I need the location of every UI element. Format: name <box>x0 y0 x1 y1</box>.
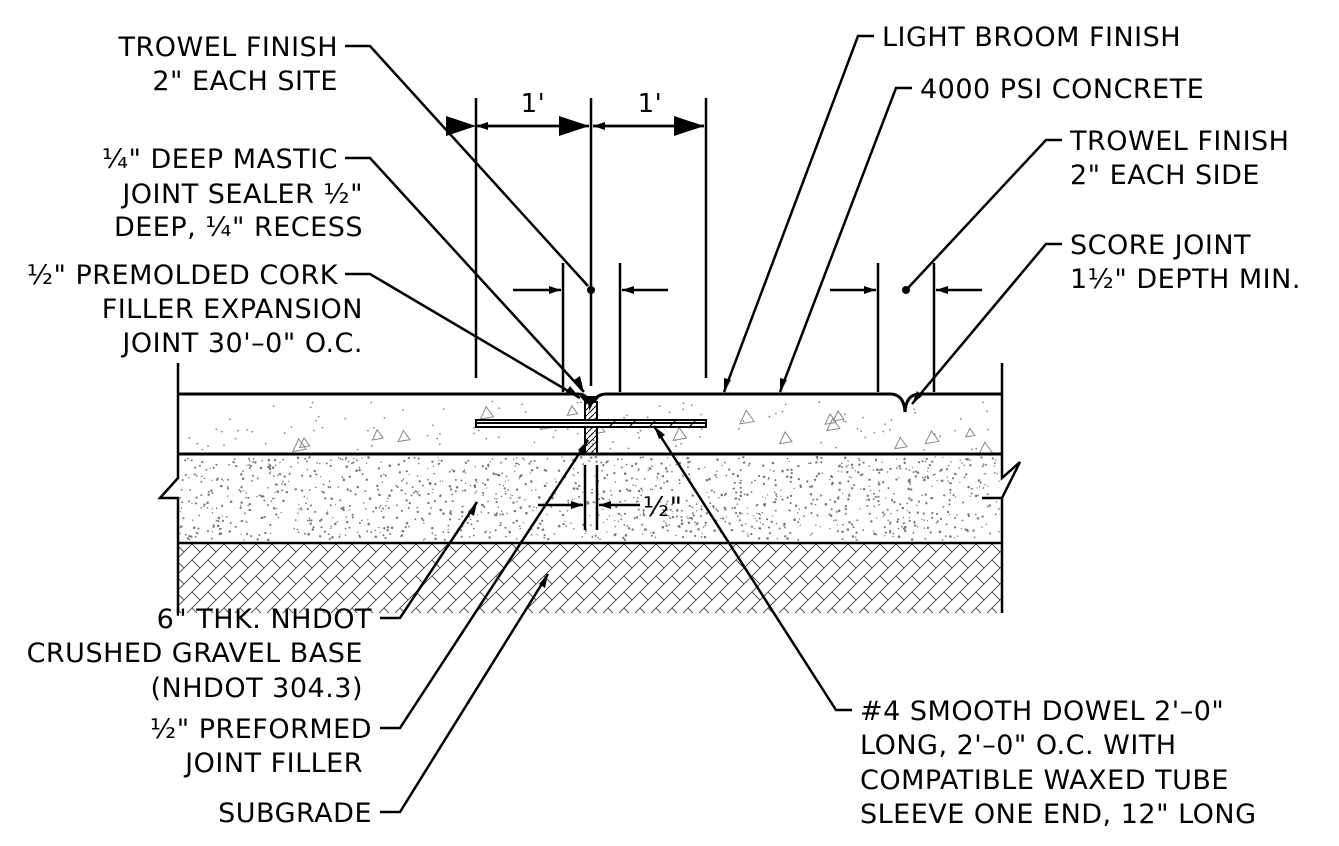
trowel-dims-right <box>830 263 982 392</box>
label-line: JOINT SEALER ½" <box>120 179 363 210</box>
label-line: DEEP, ¼" RECESS <box>114 212 363 243</box>
label-line: 1½" DEPTH MIN. <box>1070 264 1301 295</box>
label-line: (NHDOT 304.3) <box>151 673 363 704</box>
label-line: 6" THK. NHDOT <box>157 604 372 635</box>
top-dimensions: 1' 1' <box>446 89 708 386</box>
joint-width-dimension: ½" <box>538 465 683 530</box>
subgrade-layer <box>178 543 1002 613</box>
gravel-texture <box>179 455 1000 542</box>
label-trowel-finish-left: TROWEL FINISH 2" EACH SITE <box>118 32 338 97</box>
label-line: COMPATIBLE WAXED TUBE <box>860 765 1229 796</box>
label-light-broom: LIGHT BROOM FINISH <box>882 22 1181 53</box>
label-line: 2" EACH SIDE <box>1070 160 1260 191</box>
label-line: JOINT FILLER <box>183 748 363 779</box>
label-line: SCORE JOINT <box>1070 230 1251 261</box>
dim-left-1ft: 1' <box>521 89 546 119</box>
label-trowel-finish-right: TROWEL FINISH 2" EACH SIDE <box>1069 126 1289 191</box>
label-line: #4 SMOOTH DOWEL 2'–0" <box>860 696 1224 727</box>
label-preformed-filler: ½" PREFORMED JOINT FILLER <box>150 714 372 779</box>
label-line: 2" EACH SITE <box>152 66 338 97</box>
label-line: CRUSHED GRAVEL BASE <box>27 638 363 669</box>
label-dowel: #4 SMOOTH DOWEL 2'–0" LONG, 2'–0" O.C. W… <box>860 696 1257 830</box>
label-line: ½" PREMOLDED CORK <box>27 260 339 291</box>
label-line: TROWEL FINISH <box>1069 126 1289 157</box>
dowel-bar <box>475 419 707 428</box>
dim-right-1ft: 1' <box>638 89 663 119</box>
label-line: ¼" DEEP MASTIC <box>102 144 338 175</box>
gravel-base-layer <box>179 455 1000 542</box>
label-line: LIGHT BROOM FINISH <box>882 22 1181 53</box>
label-line: SUBGRADE <box>218 798 372 829</box>
dim-joint-half-inch: ½" <box>643 492 683 523</box>
label-line: ½" PREFORMED <box>150 714 372 745</box>
label-line: SLEEVE ONE END, 12" LONG <box>860 799 1257 830</box>
label-mastic-sealer: ¼" DEEP MASTIC JOINT SEALER ½" DEEP, ¼" … <box>102 144 363 243</box>
label-line: 4000 PSI CONCRETE <box>920 74 1204 105</box>
leader-lines <box>345 34 1062 814</box>
label-4000-psi: 4000 PSI CONCRETE <box>920 74 1204 105</box>
label-cork-filler: ½" PREMOLDED CORK FILLER EXPANSION JOINT… <box>27 260 363 359</box>
label-line: LONG, 2'–0" O.C. WITH <box>860 730 1177 761</box>
label-line: TROWEL FINISH <box>118 32 338 63</box>
label-line: FILLER EXPANSION <box>102 294 363 325</box>
label-line: JOINT 30'–0" O.C. <box>120 328 363 359</box>
label-score-joint: SCORE JOINT 1½" DEPTH MIN. <box>1070 230 1301 295</box>
label-subgrade: SUBGRADE <box>218 798 372 829</box>
label-gravel-base: 6" THK. NHDOT CRUSHED GRAVEL BASE (NHDOT… <box>27 604 372 704</box>
